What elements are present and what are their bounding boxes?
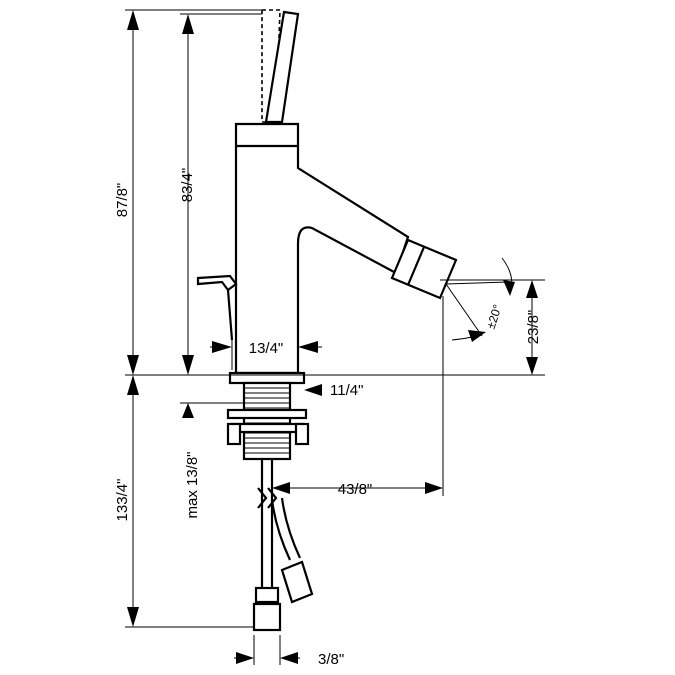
aerator-ring bbox=[406, 246, 426, 286]
arrow bbox=[182, 403, 194, 418]
mounting-assembly bbox=[226, 371, 310, 461]
lever-handle bbox=[264, 10, 300, 124]
arrow bbox=[127, 375, 139, 395]
ref-angle-up bbox=[445, 281, 509, 285]
arrow bbox=[272, 482, 290, 494]
label-supply-connection: 3/8" bbox=[318, 651, 344, 668]
arrow bbox=[468, 330, 486, 342]
dimension-labels: 87/8" 83/4" 13/4" 11/4" ±20° 23/8" 43/8"… bbox=[114, 168, 542, 668]
label-spout-height: 83/4" bbox=[179, 168, 196, 203]
faucet-body bbox=[196, 9, 458, 375]
supply-hose-straight bbox=[260, 459, 274, 590]
arrow bbox=[182, 14, 194, 34]
label-below-deck-length: 133/4" bbox=[114, 479, 131, 522]
arrow bbox=[425, 482, 443, 494]
arrow bbox=[503, 280, 515, 296]
arrow bbox=[298, 341, 318, 353]
faucet-main-body bbox=[234, 122, 410, 375]
dimension-lines bbox=[127, 10, 538, 664]
arrow bbox=[526, 280, 538, 298]
label-shank-diameter: 11/4" bbox=[330, 382, 363, 399]
label-spout-width: 13/4" bbox=[249, 340, 284, 357]
supply-nut-upper bbox=[254, 586, 280, 604]
arrow bbox=[127, 607, 139, 627]
arrow bbox=[127, 355, 139, 375]
arrow bbox=[526, 357, 538, 375]
supply-hose-bent bbox=[270, 497, 301, 561]
ref-angle-down bbox=[445, 283, 483, 337]
supply-connector-bent bbox=[280, 560, 314, 604]
arrow bbox=[304, 384, 322, 396]
popup-rod-stem bbox=[226, 289, 234, 341]
arrow bbox=[212, 341, 232, 353]
threaded-shank bbox=[242, 381, 292, 461]
reference-lines bbox=[125, 9, 545, 665]
mounting-nut bbox=[230, 422, 304, 434]
mounting-bolt-left bbox=[226, 422, 242, 446]
arrow bbox=[280, 652, 298, 664]
supply-hoses bbox=[252, 459, 314, 632]
mounting-bolt-right bbox=[294, 422, 310, 446]
arrow bbox=[236, 652, 254, 664]
mounting-washer bbox=[226, 408, 308, 420]
label-outlet-height: 23/8" bbox=[525, 310, 542, 345]
arrow bbox=[127, 10, 139, 30]
label-max-deck-thickness: max 13/8" bbox=[184, 451, 201, 518]
popup-rod bbox=[196, 274, 238, 292]
label-spout-tilt: ±20° bbox=[484, 303, 505, 331]
label-total-height: 87/8" bbox=[114, 183, 131, 218]
arrow bbox=[182, 355, 194, 375]
label-reach: 43/8" bbox=[338, 481, 373, 498]
hose-break-mark bbox=[257, 487, 278, 509]
supply-connector bbox=[252, 602, 282, 632]
